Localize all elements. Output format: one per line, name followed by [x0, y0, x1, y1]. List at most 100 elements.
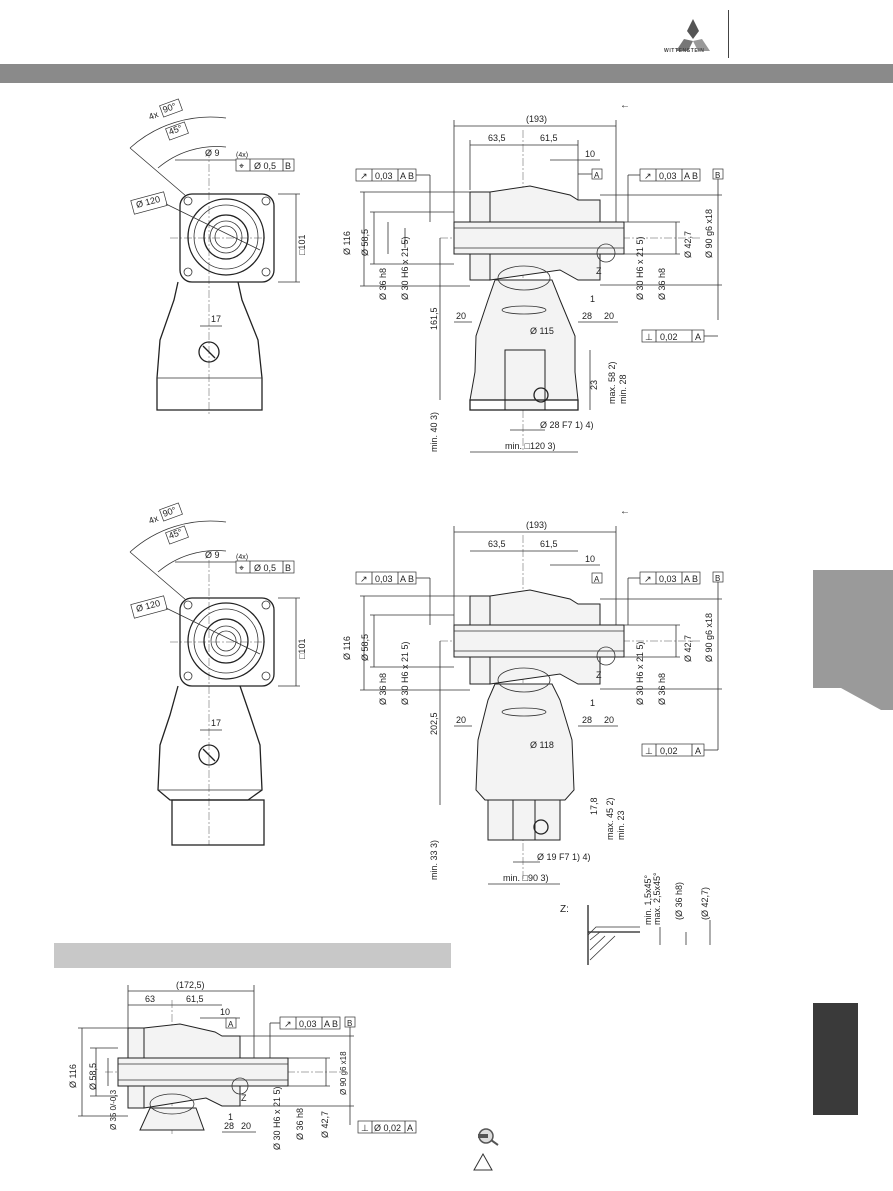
spline-30-label-mid: Ø 30 H6 x 21 5) [400, 641, 410, 705]
datum-a-label-mid: A [594, 575, 600, 584]
detail-z: Z: min. 1,5x45° max. 2,5x45° (Ø 36 h8) (… [560, 872, 711, 965]
dim-61-5-label-bottom: 61,5 [186, 994, 204, 1004]
hole-dia-label: Ø 9 [205, 148, 220, 158]
side-tab-light[interactable] [813, 570, 893, 688]
mid-front-view: 4x 90° 45° Ø 9 (4x) ⌖ Ø 0,5 B Ø 120 □101… [129, 502, 307, 846]
mid-side-view: (193) 63,5 61,5 10 A ↗ 0,03 A B ↗ 0,03 A… [342, 506, 724, 885]
magnifier-icon[interactable] [474, 1127, 500, 1147]
dia-90-label-mid: Ø 90 g6 x18 [704, 613, 714, 662]
dia-90-label-bottom: Ø 90 g6 x18 [339, 1051, 348, 1095]
dim-202-5-label: 202,5 [429, 712, 439, 735]
chamfer-max-label: max. 2,5x45° [652, 872, 662, 925]
section-bar [54, 943, 451, 968]
arrow-mid: ← [620, 506, 630, 517]
dia-36-h8b-label-mid: Ø 36 h8 [657, 673, 667, 705]
perp-symbol-mid: ⊥ [645, 746, 653, 756]
position-tol-label-mid: Ø 0,5 [254, 563, 276, 573]
z-label-bottom: Z [241, 1093, 247, 1103]
dia-58-5-label: Ø 58,5 [360, 229, 370, 256]
dia-116-label: Ø 116 [342, 231, 352, 255]
max-58-label: max. 58 2) [607, 361, 617, 404]
spline-30b-label: Ø 30 H6 x 21 5) [635, 236, 645, 300]
min-40-label: min. 40 3) [429, 412, 439, 452]
top-side-view: (193) 63,5 61,5 10 A ↗ 0,03 A B ↗ 0,03 A… [342, 100, 724, 453]
overall-dim-label-mid: (193) [526, 520, 547, 530]
dim-10-label-bottom: 10 [220, 1007, 230, 1017]
runout-ref-label-mid-2: A B [684, 574, 698, 584]
min-23-label: min. 23 [616, 810, 626, 840]
runout-symbol-2: ↗ [644, 171, 652, 181]
top-bar [0, 64, 893, 83]
datum-b-label-mid: B [715, 574, 720, 583]
hole-count-label: (4x) [236, 152, 248, 159]
dia-118-label: Ø 118 [530, 740, 554, 750]
dim-63-5-label-mid: 63,5 [488, 539, 506, 549]
runout-symbol-mid: ↗ [360, 574, 368, 584]
runout-symbol-mid-2: ↗ [644, 574, 652, 584]
overall-dim-label-bottom: (172,5) [176, 980, 205, 990]
min-33-label: min. 33 3) [429, 840, 439, 880]
dim-28-label-mid: 28 [582, 715, 592, 725]
datum-a-label: A [594, 171, 600, 180]
runout-ref-label-2: A B [684, 171, 698, 181]
angle-count-label-mid: 4x [147, 513, 160, 526]
angle-45-label: 45° [167, 123, 184, 137]
z-label-mid: Z [596, 670, 602, 680]
dim-17-label-mid: 17 [211, 718, 221, 728]
dim-28-label-bottom: 28 [224, 1121, 234, 1131]
dia-36-h8-label-bottom: Ø 36 h8 [295, 1108, 305, 1140]
top-front-view: 4x 90° 45° Ø 9 (4x) ⌖ Ø 0,5 B Ø 120 □101… [129, 98, 307, 415]
runout-tol-label-mid: 0,03 [375, 574, 393, 584]
hole-dia-label-mid: Ø 9 [205, 550, 220, 560]
angle-90-label: 90° [161, 101, 178, 115]
logo-text: WITTENSTEIN [664, 48, 705, 54]
dim-20b-label: 20 [604, 311, 614, 321]
perp-symbol-bottom: ⊥ [361, 1123, 369, 1133]
chamfer-min-label: min. 1,5x45° [643, 874, 653, 925]
spline-30-label: Ø 30 H6 x 21 5) [400, 236, 410, 300]
spline-30-label-bottom: Ø 30 H6 x 21 5) [272, 1086, 282, 1150]
detail-dia-42-7-label: (Ø 42,7) [700, 887, 710, 920]
angle-90-label-mid: 90° [161, 505, 178, 519]
datum-b-label: B [715, 171, 720, 180]
dia-19-label: Ø 19 F7 1) 4) [537, 852, 591, 862]
runout-tol-label-mid-2: 0,03 [659, 574, 677, 584]
min-90-label: min. □90 3) [503, 873, 548, 883]
square-label: □101 [297, 235, 307, 255]
dia-90-label: Ø 90 g6 x18 [704, 209, 714, 258]
runout-ref-label-mid: A B [400, 574, 414, 584]
angle-count-label: 4x [147, 109, 160, 122]
dim-20-label: 20 [456, 311, 466, 321]
dia-116-label-bottom: Ø 116 [68, 1064, 78, 1088]
dia-58-5-label-mid: Ø 58,5 [360, 634, 370, 661]
dim-1-label: 1 [590, 294, 595, 304]
dia-42-7-label-mid: Ø 42,7 [683, 635, 693, 662]
dim-20-label-bottom: 20 [241, 1121, 251, 1131]
warning-triangle-icon [473, 1153, 493, 1171]
z-label: Z [596, 266, 602, 276]
dim-17-label: 17 [211, 314, 221, 324]
bottom-side-view: (172,5) 63 61,5 10 A ↗ 0,03 A B B Ø 116 … [68, 980, 417, 1150]
runout-symbol: ↗ [360, 171, 368, 181]
dim-20-label-mid: 20 [456, 715, 466, 725]
runout-ref-label: A B [400, 171, 414, 181]
dia-28-label: Ø 28 F7 1) 4) [540, 420, 594, 430]
dia-58-5-label-bottom: Ø 58,5 [88, 1063, 98, 1090]
dia-116-label-mid: Ø 116 [342, 636, 352, 660]
dia-36-h8b-label: Ø 36 h8 [657, 268, 667, 300]
arrow-top: ← [620, 100, 630, 111]
dia-35-label: Ø 35 0/-0,3 [109, 1089, 118, 1130]
side-tab-dark[interactable] [813, 1003, 858, 1115]
dia-42-7-label: Ø 42,7 [683, 231, 693, 258]
dim-10-label-mid: 10 [585, 554, 595, 564]
perp-tol-label-bottom: Ø 0,02 [374, 1123, 401, 1133]
perp-ref-label-bottom: A [407, 1123, 413, 1133]
dim-17-8-label: 17,8 [589, 797, 599, 815]
dia-36-h8-label: Ø 36 h8 [378, 268, 388, 300]
runout-tol-label-bottom: 0,03 [299, 1019, 317, 1029]
header-divider [728, 10, 729, 58]
dim-63-5-label: 63,5 [488, 133, 506, 143]
runout-tol-label-2: 0,03 [659, 171, 677, 181]
datum-a-label-bottom: A [228, 1020, 234, 1029]
dim-61-5-label-mid: 61,5 [540, 539, 558, 549]
